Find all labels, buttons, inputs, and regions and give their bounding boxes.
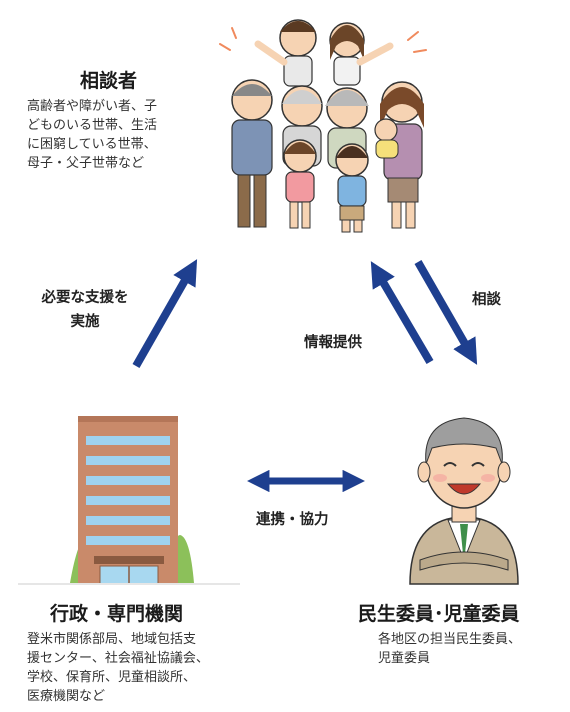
- building-illustration: [18, 416, 240, 585]
- consult-arrow: [414, 260, 478, 365]
- consulter-title: 相談者: [80, 70, 138, 92]
- admin-description: 登米市関係部局、地域包括支 援センター、社会福祉協議会、 学校、保育所、児童相談…: [27, 632, 209, 704]
- family-illustration: [219, 19, 427, 233]
- commissioner-title: 民生委員･児童委員: [358, 603, 520, 625]
- commissioner-description: 各地区の担当民生委員、 児童委員: [378, 632, 522, 666]
- admin-title: 行政・専門機関: [50, 603, 184, 625]
- support-label: 必要な支援を 実施: [41, 290, 129, 330]
- commissioner-illustration: [409, 417, 519, 585]
- consulter-description: 高齢者や障がい者、子 どものいる世帯、生活 に困窮している世帯、 母子・父子世帯…: [27, 99, 158, 171]
- info-label: 情報提供: [304, 335, 362, 351]
- info-arrow: [370, 261, 434, 365]
- consult-label: 相談: [472, 292, 501, 308]
- support-arrow: [132, 259, 198, 368]
- cooperation-label: 連携・協力: [256, 512, 329, 528]
